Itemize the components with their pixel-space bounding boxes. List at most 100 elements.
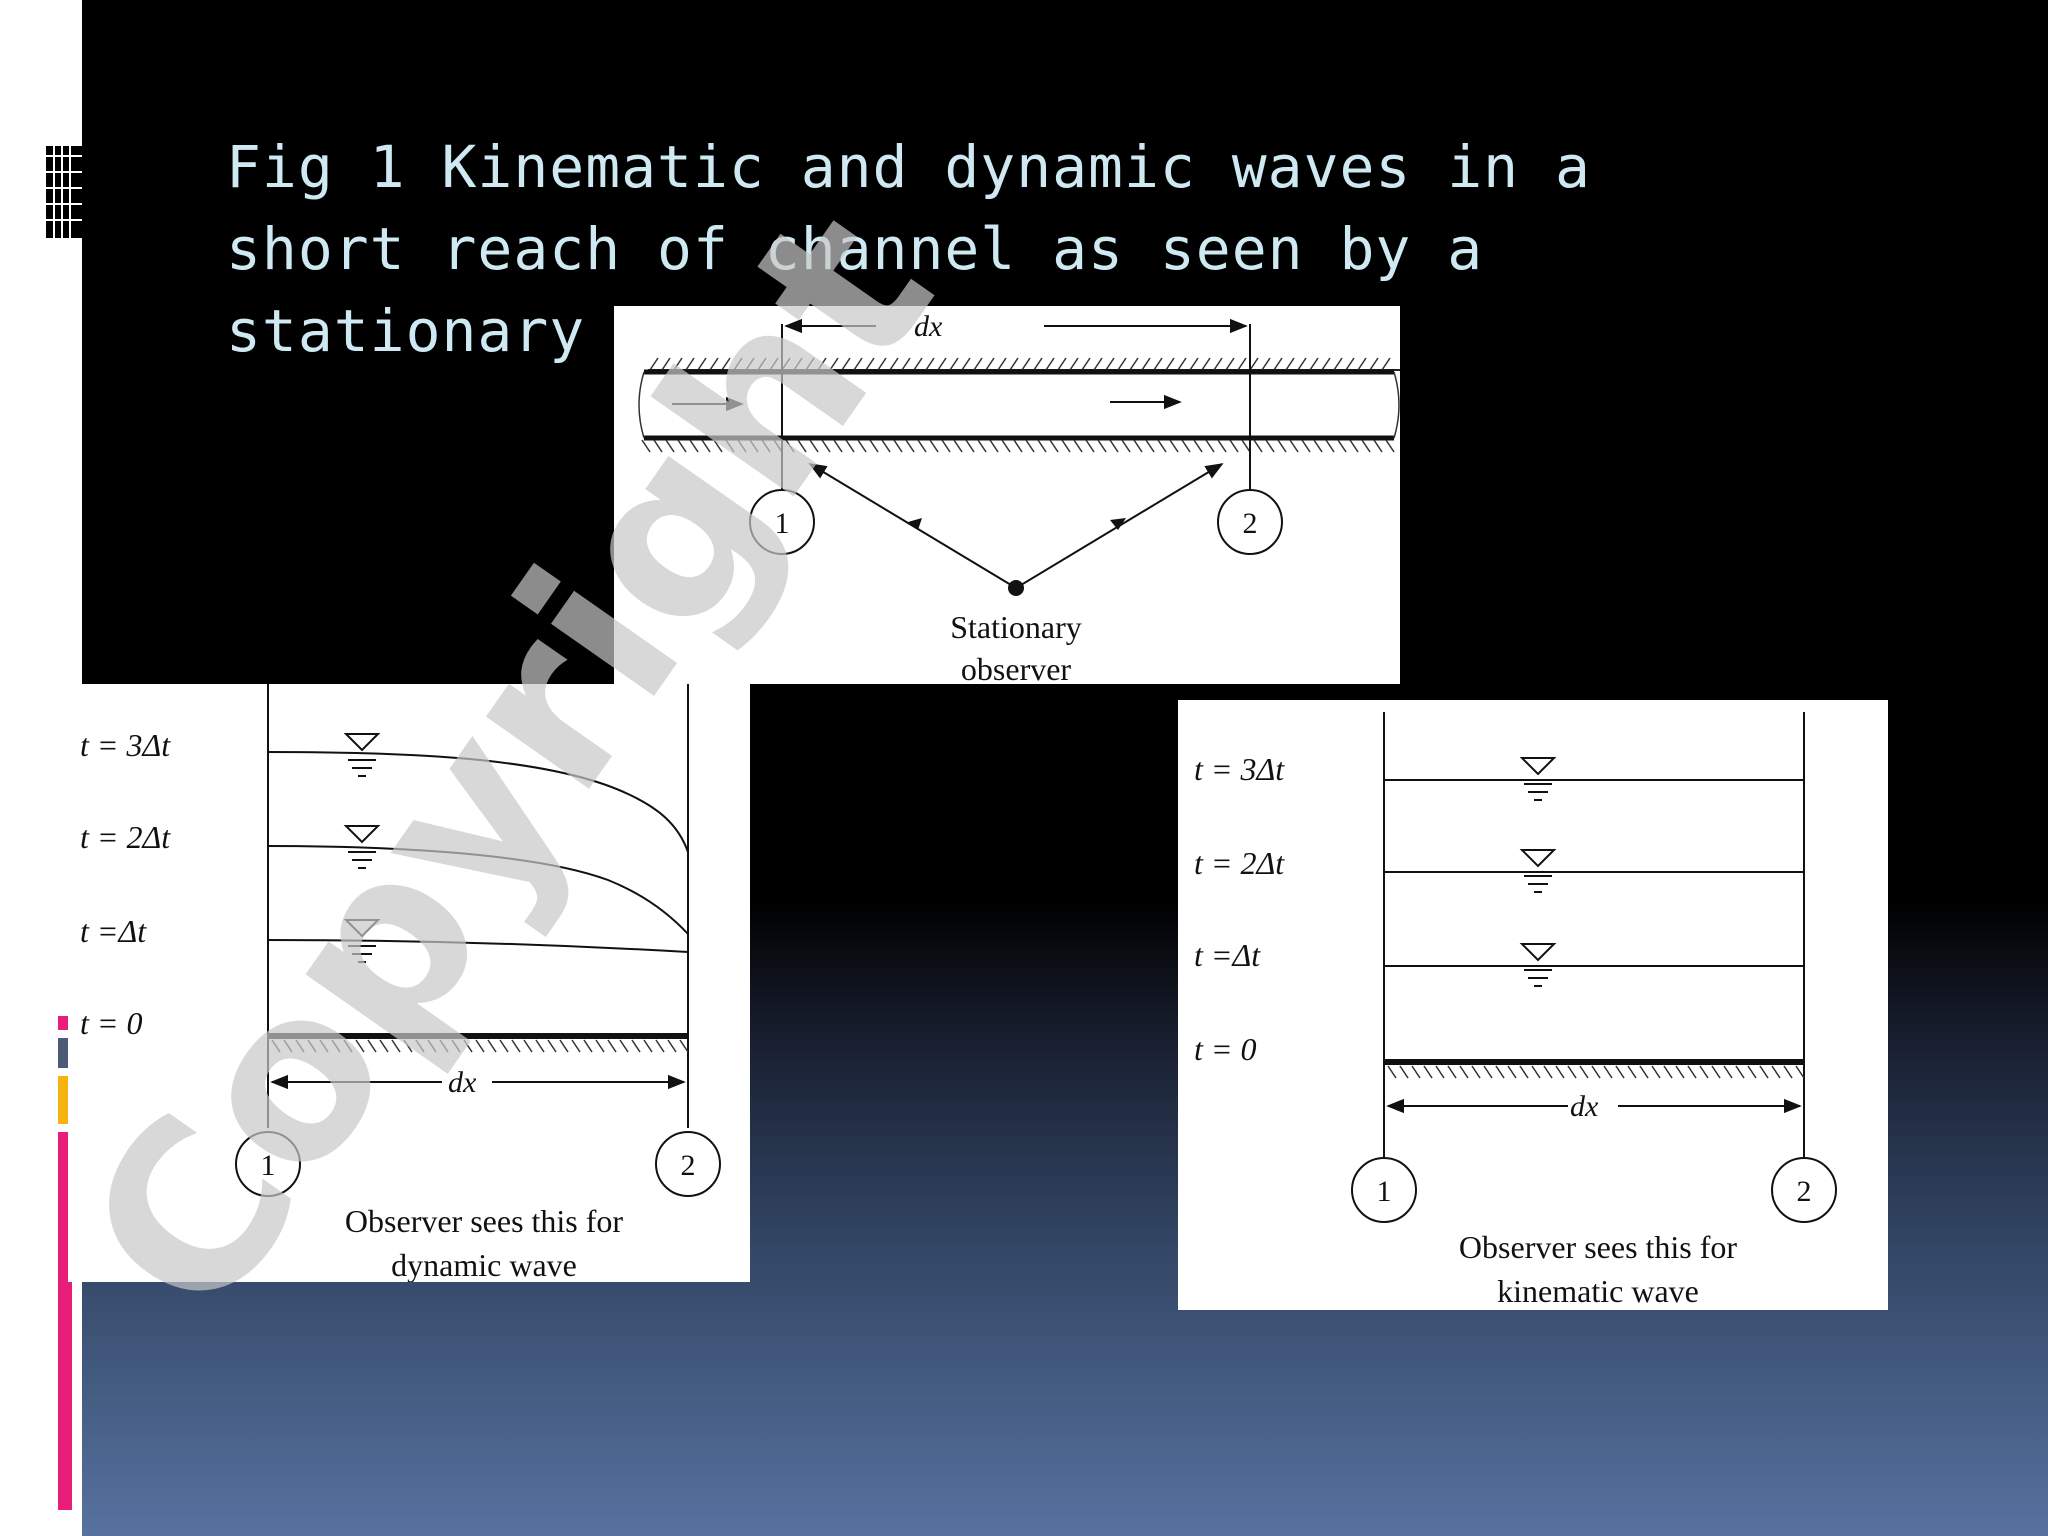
bank-hatch-mark	[733, 357, 743, 371]
bank-hatch-mark	[1045, 357, 1055, 371]
kin-section-marker-1	[1351, 1157, 1417, 1223]
dyn-time-label-1: t =Δt	[80, 913, 147, 949]
bank-hatch-mark	[881, 439, 891, 453]
bank-hatch-mark	[877, 357, 887, 371]
bank-hatch-mark	[769, 357, 779, 371]
bed-hatch-mark	[367, 1039, 377, 1053]
bed-hatch-mark	[343, 1039, 353, 1053]
bank-hatch-mark	[997, 357, 1007, 371]
bed-hatch-mark	[1747, 1065, 1757, 1079]
bank-hatch-mark	[1289, 439, 1299, 453]
bed-hatch-mark	[535, 1039, 545, 1053]
bank-hatch-mark	[1285, 357, 1295, 371]
bank-hatch-mark	[857, 439, 867, 453]
bed-hatch-mark	[1699, 1065, 1709, 1079]
bed-hatch-mark	[415, 1039, 425, 1053]
dyn-section-1-label: 1	[261, 1149, 276, 1182]
dyn-time-label-0: t = 0	[80, 1005, 142, 1041]
bank-hatch-mark	[989, 439, 999, 453]
bank-hatch-mark	[749, 439, 759, 453]
bank-hatch-mark	[1061, 439, 1071, 453]
bank-hatch-mark	[1241, 439, 1251, 453]
bank-hatch-mark	[1237, 357, 1247, 371]
bed-hatch-mark	[1663, 1065, 1673, 1079]
bank-hatch-mark	[1069, 357, 1079, 371]
bank-hatch-mark	[973, 357, 983, 371]
bed-hatch-mark	[667, 1039, 677, 1053]
bed-hatch-mark	[1567, 1065, 1577, 1079]
bank-hatch-mark	[793, 357, 803, 371]
bank-hatch-mark	[665, 439, 675, 453]
bank-hatch-mark	[865, 357, 875, 371]
dyn-water-level-symbol-3	[343, 733, 381, 777]
section-marker-1	[749, 489, 815, 555]
dyn-dx-label: dx	[448, 1066, 477, 1099]
bank-hatch-mark	[1253, 439, 1263, 453]
accent-bar-gold	[58, 1076, 68, 1124]
bank-hatch-mark	[821, 439, 831, 453]
bank-hatch-mark	[1369, 357, 1379, 371]
bed-hatch-mark	[655, 1039, 665, 1053]
bed-hatch-mark	[1447, 1065, 1457, 1079]
bank-hatch-mark	[1009, 357, 1019, 371]
dyn-surface-2dt	[267, 845, 689, 935]
bank-hatch-mark	[649, 357, 659, 371]
bed-hatch-mark	[523, 1039, 533, 1053]
bank-hatch-mark	[1021, 357, 1031, 371]
bed-hatch-mark	[1615, 1065, 1625, 1079]
bed-hatch-mark	[439, 1039, 449, 1053]
kin-section-2-label: 2	[1797, 1175, 1812, 1208]
bed-hatch-mark	[559, 1039, 569, 1053]
bank-hatch-mark	[961, 357, 971, 371]
bank-hatch-mark	[1373, 439, 1383, 453]
kin-caption-line2: kinematic wave	[1497, 1273, 1699, 1309]
kin-water-level-symbol-1	[1519, 943, 1557, 987]
bank-hatch-mark	[805, 357, 815, 371]
bed-hatch-mark	[1591, 1065, 1601, 1079]
dark-title-panel	[82, 0, 614, 682]
bank-hatch-mark	[925, 357, 935, 371]
bed-hatch-mark	[619, 1039, 629, 1053]
sight-arrow-mid-1	[908, 518, 922, 530]
bank-hatch-mark	[949, 357, 959, 371]
bank-hatch-mark	[1225, 357, 1235, 371]
bed-hatch-mark	[283, 1039, 293, 1053]
bed-hatch-mark	[1735, 1065, 1745, 1079]
observer-dot	[1008, 580, 1024, 596]
bed-hatch-mark	[1531, 1065, 1541, 1079]
bed-hatch-mark	[307, 1039, 317, 1053]
bank-hatch-mark	[1273, 357, 1283, 371]
bank-hatch-mark	[833, 439, 843, 453]
section-marker-2	[1217, 489, 1283, 555]
observer-label-line2: observer	[961, 651, 1072, 684]
bed-hatch-mark	[331, 1039, 341, 1053]
bank-hatch-mark	[1249, 357, 1259, 371]
bank-hatch-mark	[1037, 439, 1047, 453]
bank-hatch-mark	[781, 357, 791, 371]
bed-hatch-mark	[1639, 1065, 1649, 1079]
bed-hatch-mark	[583, 1039, 593, 1053]
bed-hatch-mark	[1627, 1065, 1637, 1079]
kin-time-label-3: t = 3Δt	[1194, 751, 1285, 787]
bank-hatch-mark	[653, 439, 663, 453]
dyn-caption-line2: dynamic wave	[391, 1247, 577, 1282]
bank-hatch-mark	[1073, 439, 1083, 453]
bank-hatch-mark	[1349, 439, 1359, 453]
kin-dx-label: dx	[1570, 1090, 1599, 1123]
bank-hatch-mark	[941, 439, 951, 453]
bed-hatch-mark	[1651, 1065, 1661, 1079]
bank-hatch-mark	[1085, 439, 1095, 453]
section-1-label: 1	[775, 507, 790, 540]
bed-hatch-mark	[1483, 1065, 1493, 1079]
bed-hatch-mark	[1687, 1065, 1697, 1079]
bank-hatch-mark	[661, 357, 671, 371]
bank-hatch-mark	[1081, 357, 1091, 371]
bank-hatch-mark	[1309, 357, 1319, 371]
bank-hatch-mark	[1229, 439, 1239, 453]
dyn-water-level-symbol-2	[343, 825, 381, 869]
kin-time-label-1: t =Δt	[1194, 937, 1261, 973]
bank-hatch-mark	[1117, 357, 1127, 371]
bed-hatch-mark	[463, 1039, 473, 1053]
bed-hatch-mark	[595, 1039, 605, 1053]
bank-hatch-mark	[1201, 357, 1211, 371]
